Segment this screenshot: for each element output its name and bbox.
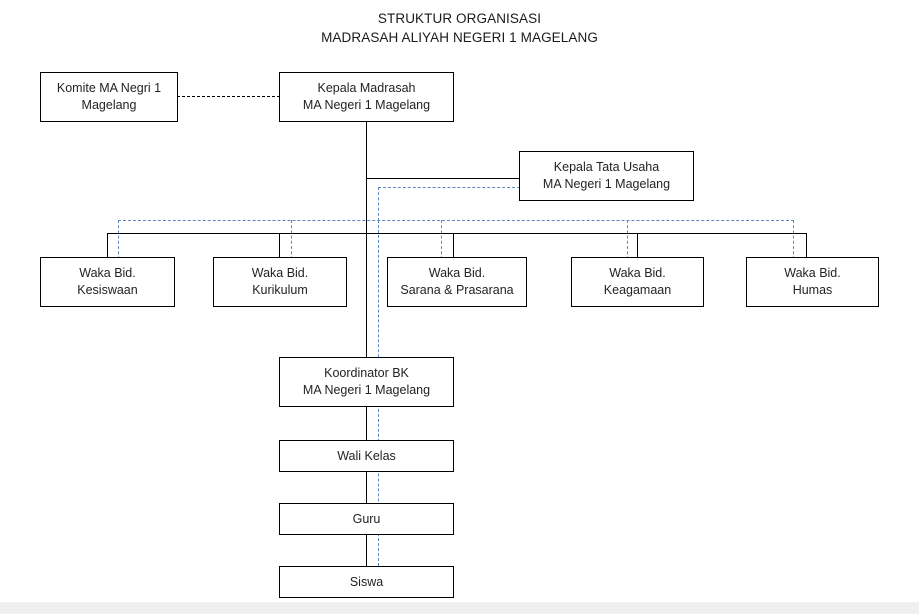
connector-waka-drop-keagamaan xyxy=(637,233,638,258)
node-waka-keagamaan-line-2: Keagamaan xyxy=(603,283,672,297)
node-waka-kurikulum-line-1: Waka Bid. xyxy=(251,266,309,280)
connector-komite-to-kepala-madrasah xyxy=(177,96,280,97)
node-komite-line-1: Komite MA Negri 1 xyxy=(56,81,162,95)
node-waka-humas-line-1: Waka Bid. xyxy=(784,266,841,280)
connector-coordination-drop-kurikulum xyxy=(291,220,292,275)
node-waka-keagamaan[interactable]: Waka Bid. Keagamaan xyxy=(571,257,704,307)
connector-waka-drop-kesiswaan xyxy=(107,233,108,258)
node-waka-sarana-prasarana-line-2: Sarana & Prasarana xyxy=(400,283,514,297)
connector-bk-to-wali-kelas xyxy=(366,406,367,441)
node-waka-sarana-prasarana-line-1: Waka Bid. xyxy=(428,266,486,280)
node-waka-kesiswaan-line-2: Kesiswaan xyxy=(77,283,138,297)
connector-coordination-drop-keagamaan xyxy=(627,220,628,275)
connector-coordination-drop-kesiswaan xyxy=(118,220,119,275)
node-komite-line-2: Magelang xyxy=(81,98,137,112)
node-waka-kurikulum-line-2: Kurikulum xyxy=(252,283,308,297)
node-kepala-madrasah-line-1: Kepala Madrasah xyxy=(317,81,416,95)
connector-coordination-drop-humas xyxy=(793,220,794,275)
connector-wali-kelas-to-guru xyxy=(366,471,367,504)
node-koordinator-bk-line-1: Koordinator BK xyxy=(324,366,409,380)
connector-tata-usaha-dashed-horizontal xyxy=(378,187,520,188)
connector-tata-usaha-dashed-vertical xyxy=(378,187,379,221)
node-kepala-tata-usaha-line-1: Kepala Tata Usaha xyxy=(553,160,660,174)
node-kepala-madrasah[interactable]: Kepala Madrasah MA Negeri 1 Magelang xyxy=(279,72,454,122)
node-komite[interactable]: Komite MA Negri 1 Magelang xyxy=(40,72,178,122)
node-guru-line-1: Guru xyxy=(352,511,381,526)
connector-guru-to-siswa xyxy=(366,534,367,567)
connector-trunk-main xyxy=(366,121,367,358)
node-waka-sarana-prasarana[interactable]: Waka Bid. Sarana & Prasarana xyxy=(387,257,527,307)
footer-strip xyxy=(0,602,919,614)
node-guru[interactable]: Guru xyxy=(279,503,454,535)
node-wali-kelas[interactable]: Wali Kelas xyxy=(279,440,454,472)
connector-waka-drop-kurikulum xyxy=(279,233,280,258)
node-waka-kesiswaan-line-1: Waka Bid. xyxy=(79,266,136,280)
chart-title-line-2: MADRASAH ALIYAH NEGERI 1 MAGELANG xyxy=(321,30,598,45)
chart-title-line-1: STRUKTUR ORGANISASI xyxy=(377,11,542,26)
connector-coordination-drop-sarana xyxy=(441,220,442,275)
connector-waka-drop-sarana xyxy=(453,233,454,258)
connector-waka-drop-humas xyxy=(806,233,807,258)
node-waka-kurikulum[interactable]: Waka Bid. Kurikulum xyxy=(213,257,347,307)
node-koordinator-bk-line-2: MA Negeri 1 Magelang xyxy=(302,383,431,397)
node-koordinator-bk[interactable]: Koordinator BK MA Negeri 1 Magelang xyxy=(279,357,454,407)
node-siswa[interactable]: Siswa xyxy=(279,566,454,598)
node-waka-kesiswaan[interactable]: Waka Bid. Kesiswaan xyxy=(40,257,175,307)
node-wali-kelas-line-1: Wali Kelas xyxy=(337,448,396,463)
node-waka-humas[interactable]: Waka Bid. Humas xyxy=(746,257,879,307)
connector-waka-bus xyxy=(107,233,807,234)
node-siswa-line-1: Siswa xyxy=(349,574,384,589)
connector-trunk-to-tata-usaha xyxy=(366,178,520,179)
node-kepala-tata-usaha-line-2: MA Negeri 1 Magelang xyxy=(542,177,671,191)
connector-coordination-bus xyxy=(118,220,794,221)
node-waka-keagamaan-line-1: Waka Bid. xyxy=(609,266,666,280)
chart-title: STRUKTUR ORGANISASI MADRASAH ALIYAH NEGE… xyxy=(0,9,919,47)
node-waka-humas-line-2: Humas xyxy=(792,283,833,297)
node-kepala-madrasah-line-2: MA Negeri 1 Magelang xyxy=(302,98,431,112)
node-kepala-tata-usaha[interactable]: Kepala Tata Usaha MA Negeri 1 Magelang xyxy=(519,151,694,201)
